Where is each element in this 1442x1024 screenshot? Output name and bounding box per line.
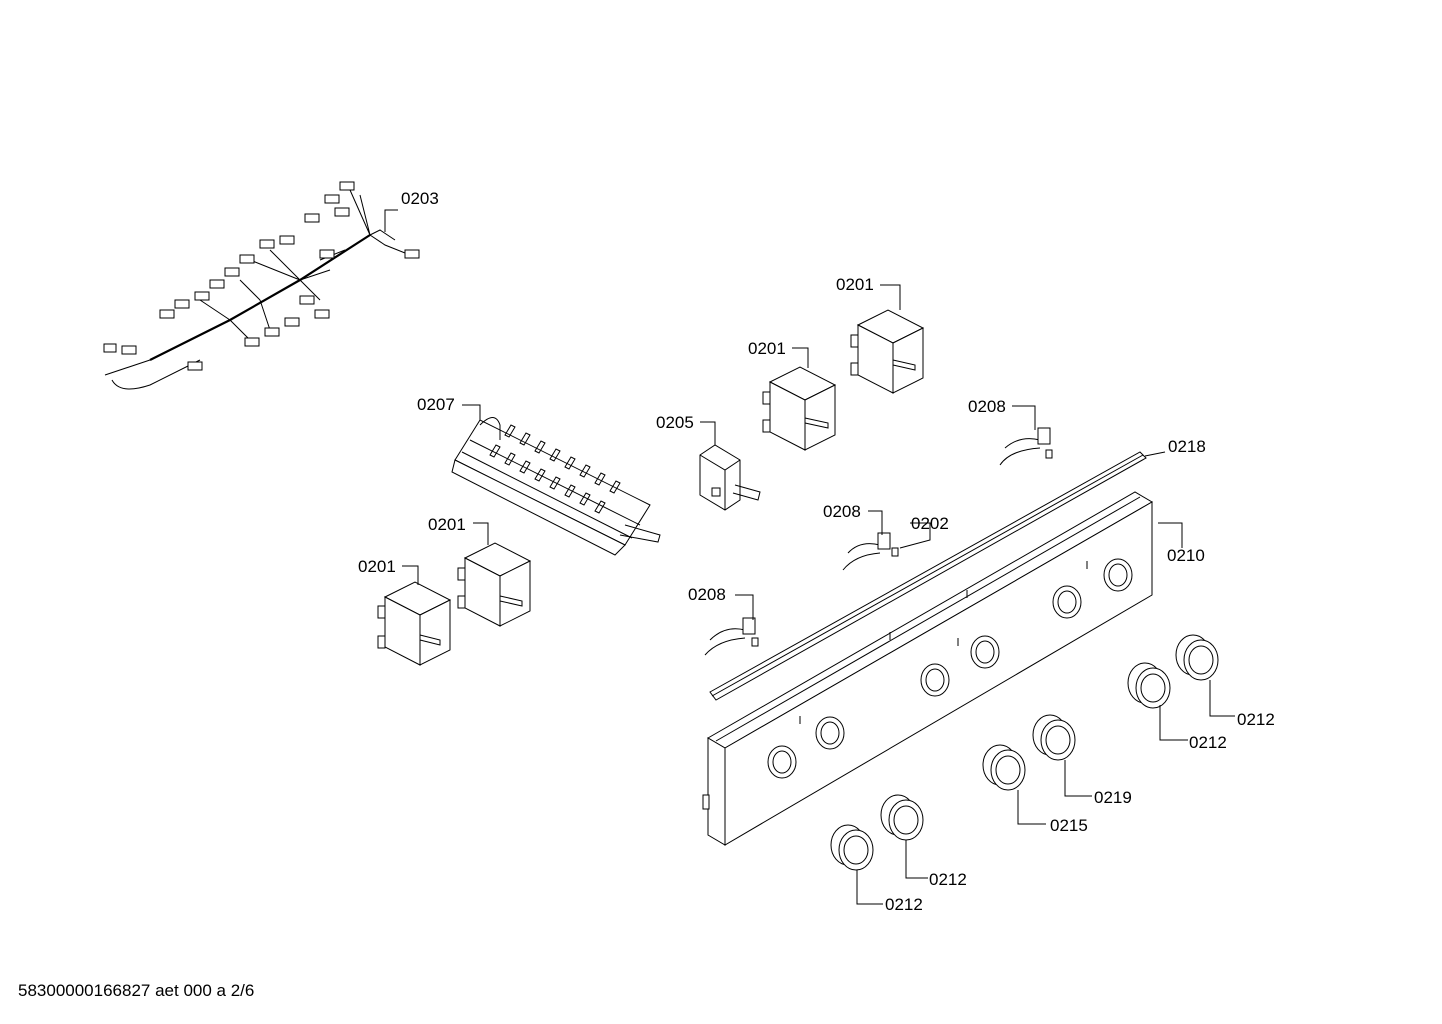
callout-0212: 0212 bbox=[1189, 733, 1227, 752]
callout-0219: 0219 bbox=[1094, 788, 1132, 807]
energy-regulator bbox=[457, 542, 532, 627]
callout-0212: 0212 bbox=[1237, 710, 1275, 729]
callout-0215: 0215 bbox=[1050, 816, 1088, 835]
energy-regulator bbox=[762, 366, 837, 451]
temperature-sensor bbox=[842, 532, 899, 571]
callout-0202: 0202 bbox=[911, 514, 949, 533]
control-knob bbox=[880, 794, 924, 841]
callout-0201: 0201 bbox=[748, 339, 786, 358]
energy-regulator bbox=[850, 309, 925, 394]
temperature-sensor bbox=[999, 427, 1053, 466]
callout-0212: 0212 bbox=[929, 870, 967, 889]
callout-0210: 0210 bbox=[1167, 546, 1205, 565]
drawing-id-footer: 58300000166827 aet 000 a 2/6 bbox=[18, 981, 255, 1000]
callout-0218: 0218 bbox=[1168, 437, 1206, 456]
control-panel bbox=[702, 491, 1153, 846]
control-knob bbox=[1032, 714, 1076, 761]
callout-0205: 0205 bbox=[656, 413, 694, 432]
callout-0212: 0212 bbox=[885, 895, 923, 914]
callout-0208: 0208 bbox=[968, 397, 1006, 416]
callout-0208: 0208 bbox=[823, 502, 861, 521]
callout-0201: 0201 bbox=[836, 275, 874, 294]
energy-regulator bbox=[377, 581, 452, 666]
callout-labels: 0203 0201 0201 0207 0205 0208 0218 0208 … bbox=[358, 189, 1275, 914]
callout-0203: 0203 bbox=[401, 189, 439, 208]
trim-strip bbox=[709, 451, 1147, 701]
control-knob bbox=[982, 744, 1026, 791]
wiring-harness bbox=[103, 181, 420, 390]
control-knob bbox=[1127, 662, 1171, 709]
callout-0208: 0208 bbox=[688, 585, 726, 604]
control-knob bbox=[1175, 634, 1219, 681]
temperature-sensor bbox=[704, 617, 759, 656]
leader-lines bbox=[384, 209, 1235, 905]
callout-0207: 0207 bbox=[417, 395, 455, 414]
callout-0201: 0201 bbox=[428, 515, 466, 534]
switch-block bbox=[451, 417, 661, 556]
control-knob bbox=[830, 824, 874, 871]
callout-0201: 0201 bbox=[358, 557, 396, 576]
small-switch bbox=[699, 428, 761, 511]
